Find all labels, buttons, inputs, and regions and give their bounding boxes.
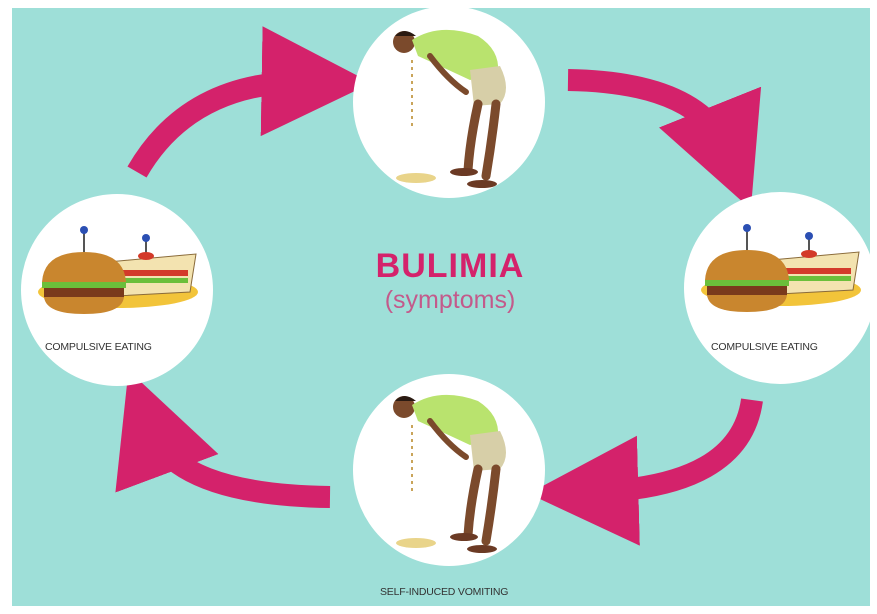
arrow-top-to-right (567, 69, 762, 210)
node-bottom-vomiting (353, 374, 545, 566)
node-left-eating (21, 194, 213, 386)
diagram-subtitle: (symptoms) (384, 286, 516, 314)
node-right-eating (684, 192, 876, 384)
diagram-title-block: BULIMIA (symptoms) (300, 248, 600, 314)
node-left-label: COMPULSIVE EATING (45, 341, 152, 353)
arrow-left-to-top (127, 26, 372, 178)
burger-sandwich-illustration-right (701, 224, 861, 312)
node-top-vomiting (353, 6, 545, 198)
node-bottom-label: SELF-INDUCED VOMITING (380, 586, 509, 598)
vomiting-man-illustration-bottom (393, 394, 506, 553)
diagram-title: BULIMIA (375, 247, 525, 285)
arrow-bottom-to-left (115, 370, 331, 508)
arrow-right-to-bottom (528, 398, 763, 546)
vomiting-man-illustration (393, 29, 506, 188)
burger-sandwich-illustration (38, 226, 198, 314)
node-right-label: COMPULSIVE EATING (711, 341, 818, 353)
